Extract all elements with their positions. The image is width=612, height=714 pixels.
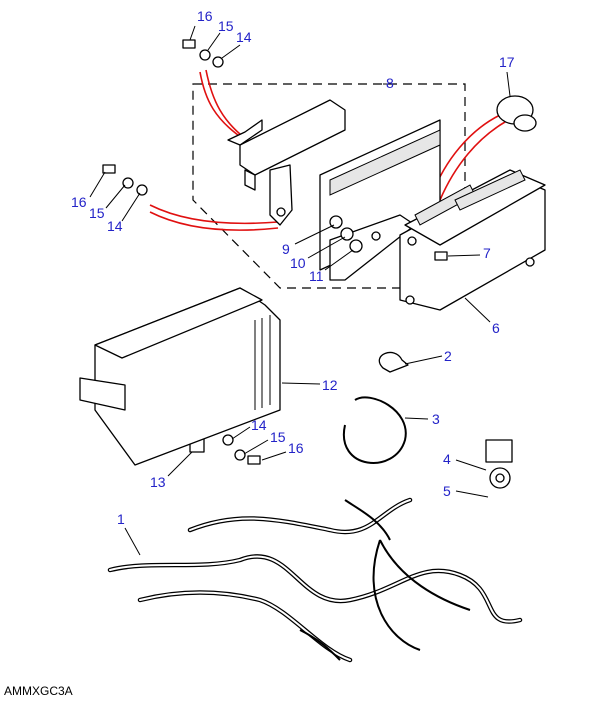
ecu-cover (79, 287, 281, 466)
diagram-code: AMMXGC3A (4, 684, 73, 698)
callout-1: 1 (117, 511, 125, 527)
ecu-module (399, 169, 546, 311)
subassembly-boundary (192, 83, 466, 289)
callout-13: 13 (150, 474, 166, 490)
cable-loop-part (342, 396, 407, 464)
callout-4: 4 (443, 451, 451, 467)
callout-3: 3 (432, 411, 440, 427)
callout-14: 14 (251, 417, 267, 433)
callout-16: 16 (71, 194, 87, 210)
callout-17: 17 (499, 54, 515, 70)
wiring-harness (107, 497, 523, 663)
callout-14: 14 (236, 29, 252, 45)
callout-2: 2 (444, 348, 452, 364)
callout-11: 11 (309, 268, 324, 284)
callout-labels: 16 15 14 8 17 16 15 14 9 10 11 7 6 2 12 … (71, 8, 515, 527)
callout-14: 14 (107, 218, 123, 234)
mounting-bracket (227, 99, 346, 226)
callout-9: 9 (282, 241, 290, 257)
callout-16: 16 (197, 8, 213, 24)
callout-15: 15 (270, 429, 286, 445)
callout-5: 5 (443, 483, 451, 499)
callout-16: 16 (288, 440, 304, 456)
callout-15: 15 (89, 205, 105, 221)
relay-part (496, 95, 537, 132)
callout-10: 10 (290, 255, 306, 271)
leader-lines (89, 25, 511, 556)
clip-part (378, 351, 409, 373)
callout-6: 6 (492, 320, 500, 336)
callout-12: 12 (322, 377, 338, 393)
callout-7: 7 (483, 245, 491, 261)
callout-8: 8 (386, 75, 394, 91)
fasteners (102, 39, 513, 489)
callout-15: 15 (218, 18, 234, 34)
